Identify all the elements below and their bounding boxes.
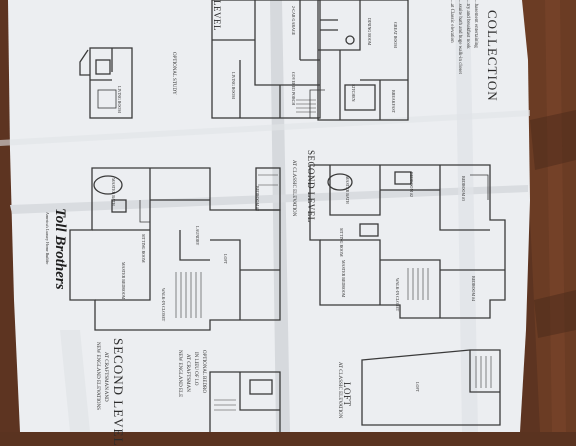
- room-label: BEDROOM #2: [255, 186, 260, 212]
- floor-plan-sheet: [0, 0, 530, 432]
- room-label: BEDROOM #3: [461, 176, 466, 202]
- second-level-heading: SECOND LEVEL: [306, 150, 316, 223]
- optional-study-plan: [79, 47, 133, 119]
- brand-tagline: America's Luxury Home Builder: [45, 212, 50, 265]
- second-level-left-heading: SECOND LEVEL: [111, 338, 126, 446]
- second-level-classic-plan: [309, 164, 506, 319]
- level-heading-partial: LEVEL: [212, 0, 222, 31]
- room-label: SITTING ROOM: [339, 228, 344, 257]
- room-label: BREAKFAST: [391, 90, 396, 114]
- room-label: KITCHEN: [351, 84, 356, 102]
- feature-line-4: ...at Classic elevation: [449, 0, 454, 43]
- room-label: WALK-IN CLOSET: [161, 288, 166, 322]
- room-label: LOFT: [415, 382, 420, 392]
- room-label: BEDROOM #2: [409, 172, 414, 198]
- left-subheading-2: NEW ENGLAND ELEVATIONS: [95, 342, 100, 410]
- loft-heading: LOFT: [342, 382, 352, 407]
- optional-bedroom-line-3: AT CRAFTSMAN: [185, 354, 190, 392]
- second-level-subheading: AT CLASSIC ELEVATION: [291, 160, 296, 217]
- brand-logo: Toll Brothers: [52, 208, 68, 290]
- feature-line-1: ...basement entertaining: [473, 0, 478, 48]
- optional-bedroom-line-2: IN LIEU OF LO: [193, 352, 198, 386]
- room-label: SITTING ROOM: [141, 234, 146, 263]
- feature-line-2: ...try and breakfast nook: [465, 0, 470, 49]
- room-label: LOFT: [223, 254, 228, 264]
- first-level-plan: [211, 0, 409, 121]
- loft-plan: [361, 349, 501, 426]
- room-label: MASTER BEDROOM: [341, 260, 346, 298]
- feature-line-3: ...ssuite bath and huge walk-in closet: [457, 0, 462, 74]
- second-level-craftsman-plan: [69, 167, 281, 331]
- optional-bedroom-line-4: NEW ENGLAND ELE: [177, 350, 182, 398]
- room-label: LIVING ROOM: [231, 72, 236, 99]
- left-subheading-1: AT CRAFTSMAN AND: [103, 352, 108, 402]
- room-label: LAUNDRY: [195, 226, 200, 246]
- room-label: COVERED PORCH: [291, 72, 296, 106]
- optional-bedroom-plan: [209, 371, 281, 432]
- room-label: WALK-IN CLOSET: [395, 278, 400, 312]
- room-label: MASTER BATH: [345, 176, 350, 204]
- optional-bedroom-line-1: OPTIONAL BEDRO: [201, 350, 206, 394]
- optional-study-heading: OPTIONAL STUDY: [171, 52, 176, 95]
- room-label: DINING ROOM: [367, 18, 372, 46]
- collection-title: COLLECTION: [485, 10, 500, 102]
- loft-subheading: AT CLASSIC ELEVATION: [337, 362, 342, 419]
- room-label: BEDROOM #4: [471, 276, 476, 302]
- room-label: LIVING ROOM: [117, 86, 122, 113]
- room-label: 2-CAR GARAGE: [291, 6, 296, 36]
- room-label: MASTER BEDROOM: [121, 262, 126, 300]
- room-label: GREAT ROOM: [393, 22, 398, 48]
- room-label: MASTER BATH: [111, 178, 116, 206]
